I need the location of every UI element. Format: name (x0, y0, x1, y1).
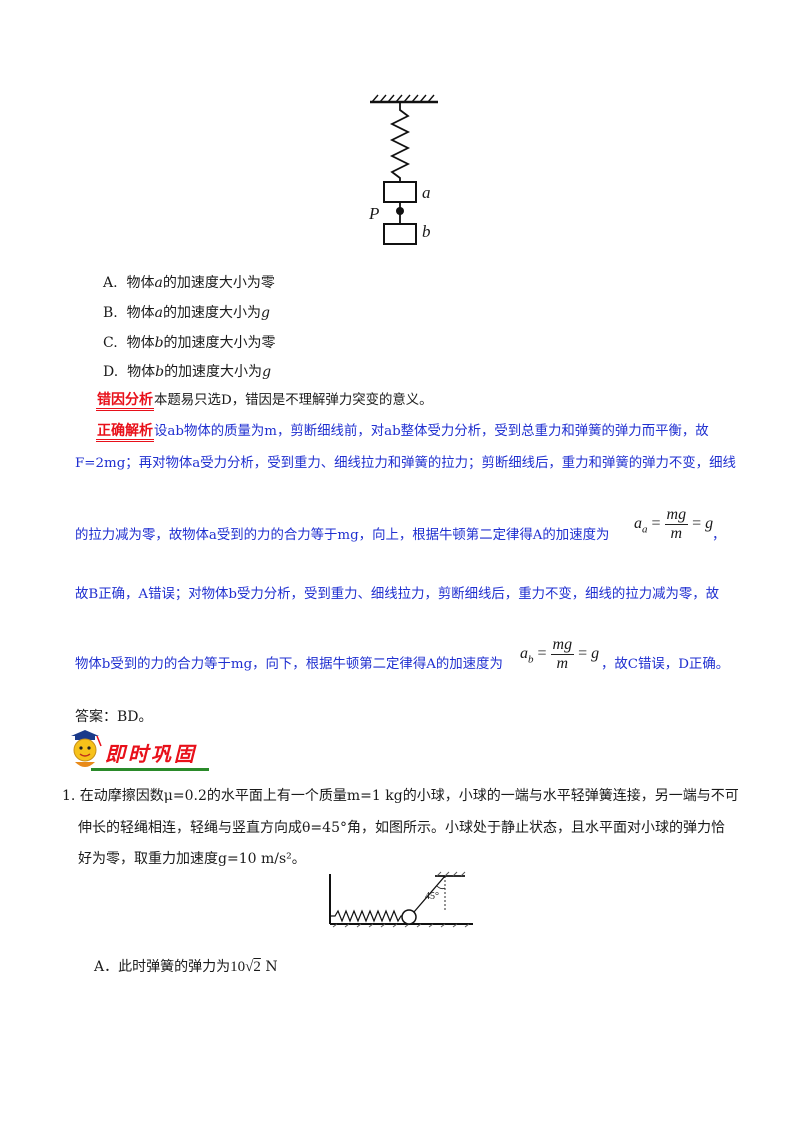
correct-analysis-line2: F=2mg；再对物体a受力分析，受到重力、细线拉力和弹簧的拉力；剪断细线后，重力… (75, 456, 736, 471)
question1-line3: 好为零，取重力加速度g=10 m/s²。 (78, 851, 306, 867)
label-b: b (422, 222, 431, 241)
label-a: a (422, 183, 431, 202)
section-banner-underline (91, 768, 209, 771)
section-banner-title: 即时巩固 (105, 742, 197, 766)
correct-analysis-line4: 故B正确，A错误；对物体b受力分析，受到重力、细线拉力，剪断细线后，重力不变，细… (75, 587, 720, 602)
label-p: P (369, 204, 380, 223)
correct-analysis-line3: 的拉力减为零，故物体a受到的力的合力等于mg，向上，根据牛顿第二定律得A的加速度… (75, 528, 610, 543)
question1-line1: 1. 在动摩擦因数μ=0.2的水平面上有一个质量m=1 kg的小球，小球的一端与… (62, 788, 739, 804)
correct-analysis-line3-end: ， (712, 528, 726, 543)
cartoon-mascot-icon (71, 730, 102, 767)
ball-spring-rope-diagram (329, 871, 473, 928)
option-b: B. 物体a的加速度大小为g (103, 305, 270, 321)
spring-block-diagram (370, 94, 438, 245)
option-d: D. 物体b的加速度大小为g (103, 364, 272, 380)
section-banner: 即时巩固 (65, 730, 210, 772)
error-analysis: 错因分析本题易只选D，错因是不理解弹力突变的意义。 (96, 391, 433, 411)
option-a: A. 物体a的加速度大小为零 (103, 275, 275, 291)
answer: 答案：BD。 (75, 709, 153, 725)
question1-line2: 伸长的轻绳相连，轻绳与竖直方向成θ=45°角，如图所示。小球处于静止状态，且水平… (78, 820, 725, 836)
question1-option-a: A．此时弹簧的弹力为10√2 N (94, 959, 278, 975)
option-c: C. 物体b的加速度大小为零 (103, 335, 276, 351)
figure2-angle-label: 45° (425, 891, 439, 902)
correct-analysis-line5-end: ，故C错误，D正确。 (601, 657, 730, 672)
correct-analysis-line1: 正确解析设ab物体的质量为m，剪断细线前，对ab整体受力分析，受到总重力和弹簧的… (96, 422, 709, 442)
correct-analysis-line5: 物体b受到的力的合力等于mg，向下，根据牛顿第二定律得A的加速度为 (75, 657, 503, 672)
error-analysis-tag: 错因分析 (96, 392, 154, 411)
error-analysis-text: 本题易只选D，错因是不理解弹力突变的意义。 (154, 393, 433, 408)
correct-analysis-tag: 正确解析 (96, 423, 154, 442)
